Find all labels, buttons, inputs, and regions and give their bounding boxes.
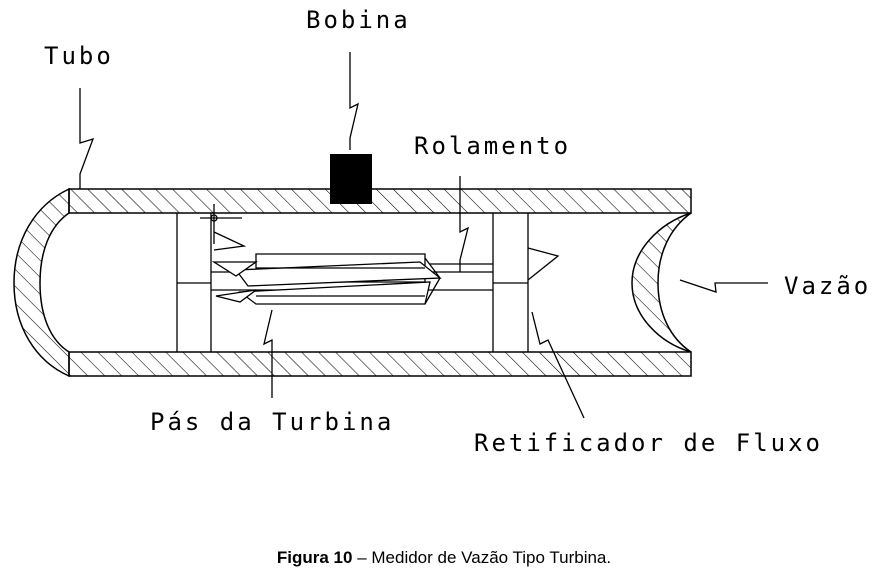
turbine-blades <box>211 253 442 305</box>
pipe-left-section <box>13 187 70 378</box>
pipe-bottom-wall <box>68 351 692 377</box>
label-bobina: Bobina <box>306 6 411 34</box>
coil-block <box>330 154 372 204</box>
pipe-top-wall <box>68 188 692 214</box>
left-support <box>176 204 247 352</box>
label-rolamento: Rolamento <box>414 132 571 160</box>
right-support <box>492 213 560 352</box>
label-tubo: Tubo <box>44 42 114 70</box>
figure-caption-text: – Medidor de Vazão Tipo Turbina. <box>352 548 612 567</box>
leader-lines <box>79 52 768 419</box>
label-retificador: Retificador de Fluxo <box>474 429 823 457</box>
label-pas-turbina: Pás da Turbina <box>150 408 394 436</box>
pipe-right-section <box>631 212 692 353</box>
label-vazao: Vazão <box>784 272 871 300</box>
figure-number: Figura 10 <box>276 548 353 567</box>
figure-caption: Figura 10 – Medidor de Vazão Tipo Turbin… <box>0 548 888 568</box>
